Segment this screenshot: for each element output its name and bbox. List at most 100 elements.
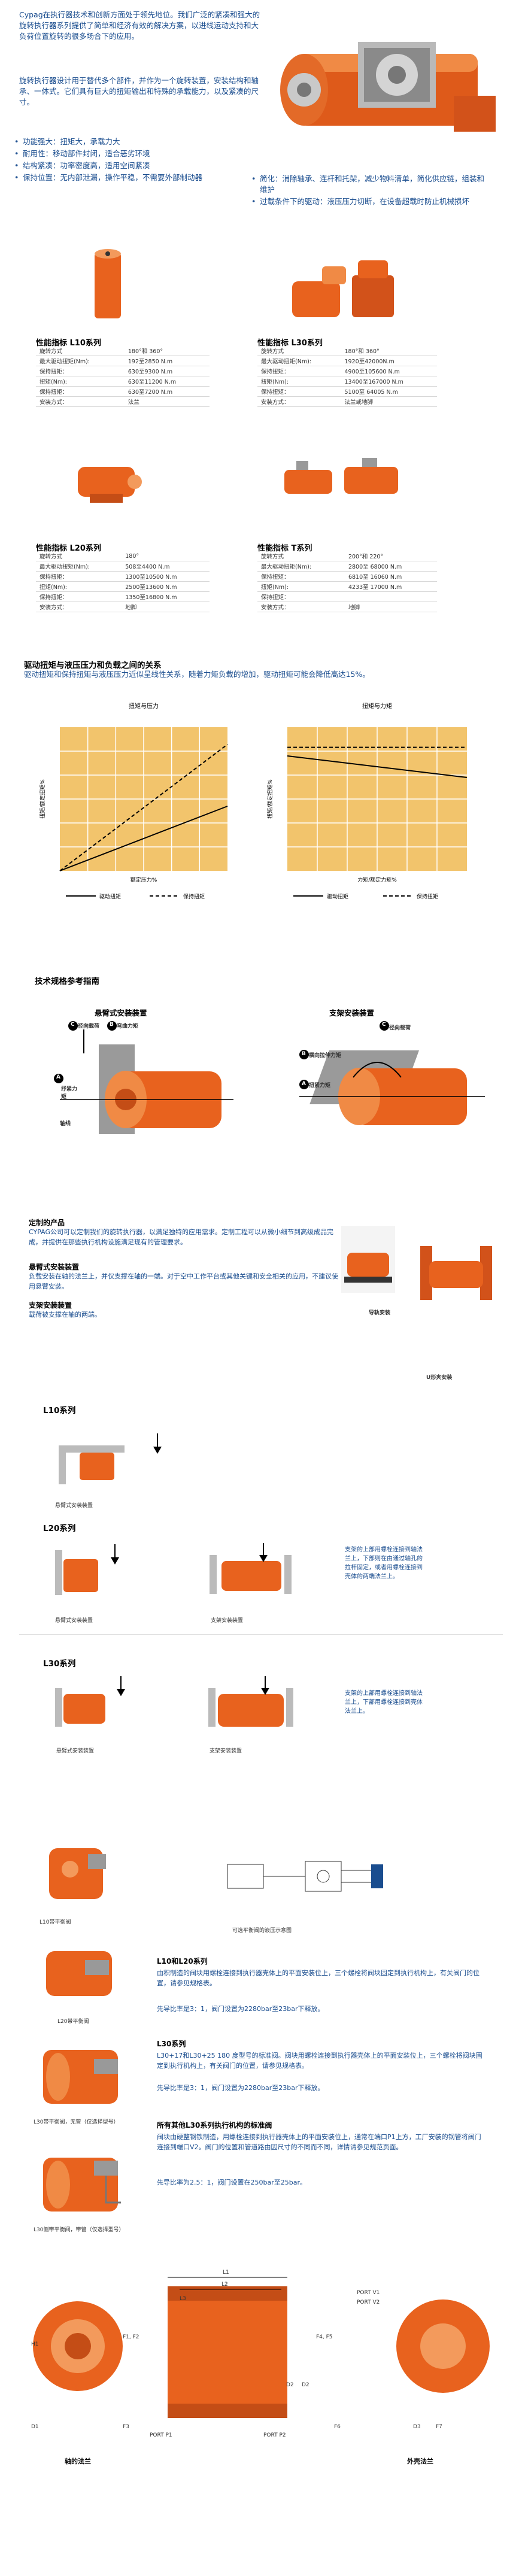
- spec-row: 保持扭矩：4900至105600 N.m: [257, 366, 437, 376]
- spec-row: 扭矩(Nm):13400至167000 N.m: [257, 376, 437, 387]
- custom-title: 定制的产品: [29, 1219, 65, 1227]
- guide-right-b-text: 横向拉伸力矩: [309, 1053, 342, 1059]
- spec-row: 最大驱动扭矩(Nm):2800至 68000 N.m: [257, 561, 437, 572]
- dim-l3: L3: [180, 2296, 186, 2302]
- spec-value: [345, 592, 437, 602]
- chart-moment: 扭矩与力矩力矩/额定力矩%扭矩/额定扭矩%驱动扭矩保持扭矩: [263, 697, 479, 943]
- l20-cantilever-drawing: [55, 1544, 151, 1598]
- spec-row: 安装方式： 法兰或地脚: [257, 397, 437, 407]
- feature-item: 简化：消除轴承、连杆和托架，减少物料清单，简化供应链，组装和维护: [251, 174, 491, 195]
- spec-label: 旋转方式: [261, 554, 284, 560]
- dim-port-v2: PORT V2: [357, 2299, 380, 2305]
- t-spec-title: 性能指标 T系列: [257, 544, 312, 553]
- spec-value: 4233至 17000 N.m: [348, 584, 402, 591]
- spec-value: 180°和 360°: [344, 348, 380, 355]
- dim-f7: F7: [436, 2424, 442, 2430]
- guide-left-b-text: 弯曲力矩: [117, 1023, 139, 1029]
- t-spec-table: 旋转方式 200°和 220°最大驱动扭矩(Nm):2800至 68000 N.m…: [257, 551, 437, 612]
- valve-sec3-title: 所有其他L30系列执行机构的标准阀: [157, 2121, 272, 2130]
- guide-right-title: 支架安装装置: [329, 1008, 375, 1017]
- series-line: [59, 744, 228, 871]
- l20-bracket-drawing: [210, 1543, 323, 1597]
- spec-label: 保持扭矩：: [40, 369, 68, 375]
- l20-product-image: [72, 452, 144, 506]
- l30-bracket-drawing: [208, 1676, 328, 1733]
- spec-row: 保持扭矩：6810至 16060 N.m: [257, 572, 437, 582]
- spec-label: 安装方式：: [261, 399, 290, 406]
- spec-label: 保持扭矩：: [40, 594, 68, 601]
- valve-sec1-title: L10和L20系列: [157, 1957, 208, 1966]
- l10-series-title: L10系列: [43, 1406, 76, 1415]
- dim-f4f5: F4, F5: [316, 2334, 333, 2340]
- legend-label: 保持扭矩: [417, 893, 438, 900]
- rail-mount-label: 导轨安装: [369, 1310, 391, 1316]
- feature-item: 保持位置：无内部泄漏，操作平稳，不需要外部制动器: [14, 172, 248, 183]
- guide-left-title: 悬臂式安装装置: [95, 1008, 147, 1017]
- legend-label: 驱动扭矩: [99, 893, 121, 900]
- l10-valve-image: [37, 1836, 115, 1908]
- spec-value: 200°和 220°: [348, 554, 384, 560]
- guide-left-a: A: [56, 1074, 60, 1080]
- bracket-load-diagram: [281, 1017, 497, 1149]
- divider: [19, 1634, 503, 1635]
- spec-value: 630至7200 N.m: [128, 389, 173, 396]
- spec-value: 630至9300 N.m: [128, 369, 173, 375]
- dim-d2: D2: [286, 2382, 294, 2388]
- custom-cantilever-title: 悬臂式安装装置: [29, 1263, 80, 1271]
- valve-sec3-text: 阀块由硬整钢铁制造，用螺栓连接到执行器壳体上的平面安装位上，通常在端口P1上方，…: [157, 2133, 481, 2151]
- spec-row: 扭矩(Nm):630至11200 N.m: [36, 376, 210, 387]
- dim-d1: D1: [31, 2424, 39, 2430]
- spec-value: 1300至10500 N.m: [125, 574, 177, 581]
- valve-sec1-pressure: 先导比率是3：1，阀门设置为2280bar至23bar下释放。: [157, 2005, 324, 2013]
- relation-text: 驱动扭矩和保持扭矩与液压压力近似呈线性关系，随着力矩负载的增加，驱动扭矩可能会降…: [24, 670, 370, 679]
- x-axis-label: 额定压力%: [130, 876, 157, 883]
- spec-row: 保持扭矩： 630至7200 N.m: [36, 387, 210, 397]
- spec-value: 4900至105600 N.m: [344, 369, 400, 375]
- custom-cantilever-text: 负载安装在轴的法兰上，并仅支撑在轴的一端。对于空中工作平台或其他关键和安全相关的…: [29, 1272, 338, 1290]
- valve-sec2-pressure: 先导比率是3：1，阀门设置为2280bar至23bar下释放。: [157, 2084, 324, 2092]
- l30-cap2: 支架安装装置: [210, 1748, 242, 1754]
- guide-right-a: A: [302, 1081, 306, 1087]
- dim-h1: H1: [31, 2341, 39, 2347]
- spec-value: 13400至167000 N.m: [344, 379, 403, 385]
- spec-row: 扭矩(Nm):4233至 17000 N.m: [257, 582, 437, 592]
- spec-label: 旋转方式: [261, 348, 284, 355]
- spec-row: 旋转方式 200°和 220°: [257, 551, 437, 561]
- l10-spec-title: 性能指标 L10系列: [36, 339, 101, 348]
- spec-label: 保持扭矩：: [40, 574, 68, 581]
- l30-spec-title: 性能指标 L30系列: [257, 339, 323, 348]
- clevis-mount-image: [414, 1228, 498, 1312]
- dim-d3: D3: [413, 2424, 421, 2430]
- l30-product-image: [286, 257, 406, 323]
- valve-img1-cap: L10带平衡阀: [40, 1919, 71, 1925]
- spec-value: 法兰或地脚: [344, 399, 374, 406]
- dim-ruler-d2: D2: [302, 2382, 309, 2388]
- spec-label: 保持扭矩：: [261, 389, 290, 396]
- spec-row: 最大驱动扭矩(Nm):1920至42000N.m: [257, 356, 437, 366]
- spec-label: 保持扭矩：: [40, 389, 68, 396]
- dim-f1f2: F1, F2: [123, 2334, 139, 2340]
- spec-row: 保持扭矩：5100至 64005 N.m: [257, 387, 437, 397]
- spec-value: 192至2850 N.m: [128, 359, 173, 365]
- spec-label: 安装方式：: [40, 399, 68, 406]
- l10-product-image: [90, 247, 126, 324]
- dim-cap-left: 轴的法兰: [65, 2457, 91, 2465]
- spec-row: 最大驱动扭矩(Nm):192至2850 N.m: [36, 356, 210, 366]
- spec-row: 保持扭矩：1350至16800 N.m: [36, 592, 210, 602]
- spec-label: 最大驱动扭矩(Nm):: [40, 564, 90, 570]
- spec-label: 最大驱动扭矩(Nm):: [261, 564, 311, 570]
- dim-f6: F6: [334, 2424, 341, 2430]
- spec-label: 扭矩(Nm):: [40, 379, 67, 385]
- custom-bracket-title: 支架安装装置: [29, 1301, 72, 1310]
- dim-f3: F3: [123, 2424, 129, 2430]
- chart-title: 扭矩与力矩: [362, 702, 392, 710]
- spec-label: 旋转方式: [40, 554, 63, 560]
- l20-cap2: 支架安装装置: [211, 1618, 244, 1624]
- guide-right-c-text: 径向载荷: [389, 1025, 411, 1031]
- spec-row: 保持扭矩： 1300至10500 N.m: [36, 572, 210, 582]
- legend-label: 保持扭矩: [183, 893, 205, 900]
- intro-para-2: 旋转执行器设计用于替代多个部件，并作为一个旋转装置，安装结构和轴承、一体式。它们…: [19, 76, 259, 107]
- schematic-caption: 可选平衡阀的液压示意图: [232, 1928, 292, 1934]
